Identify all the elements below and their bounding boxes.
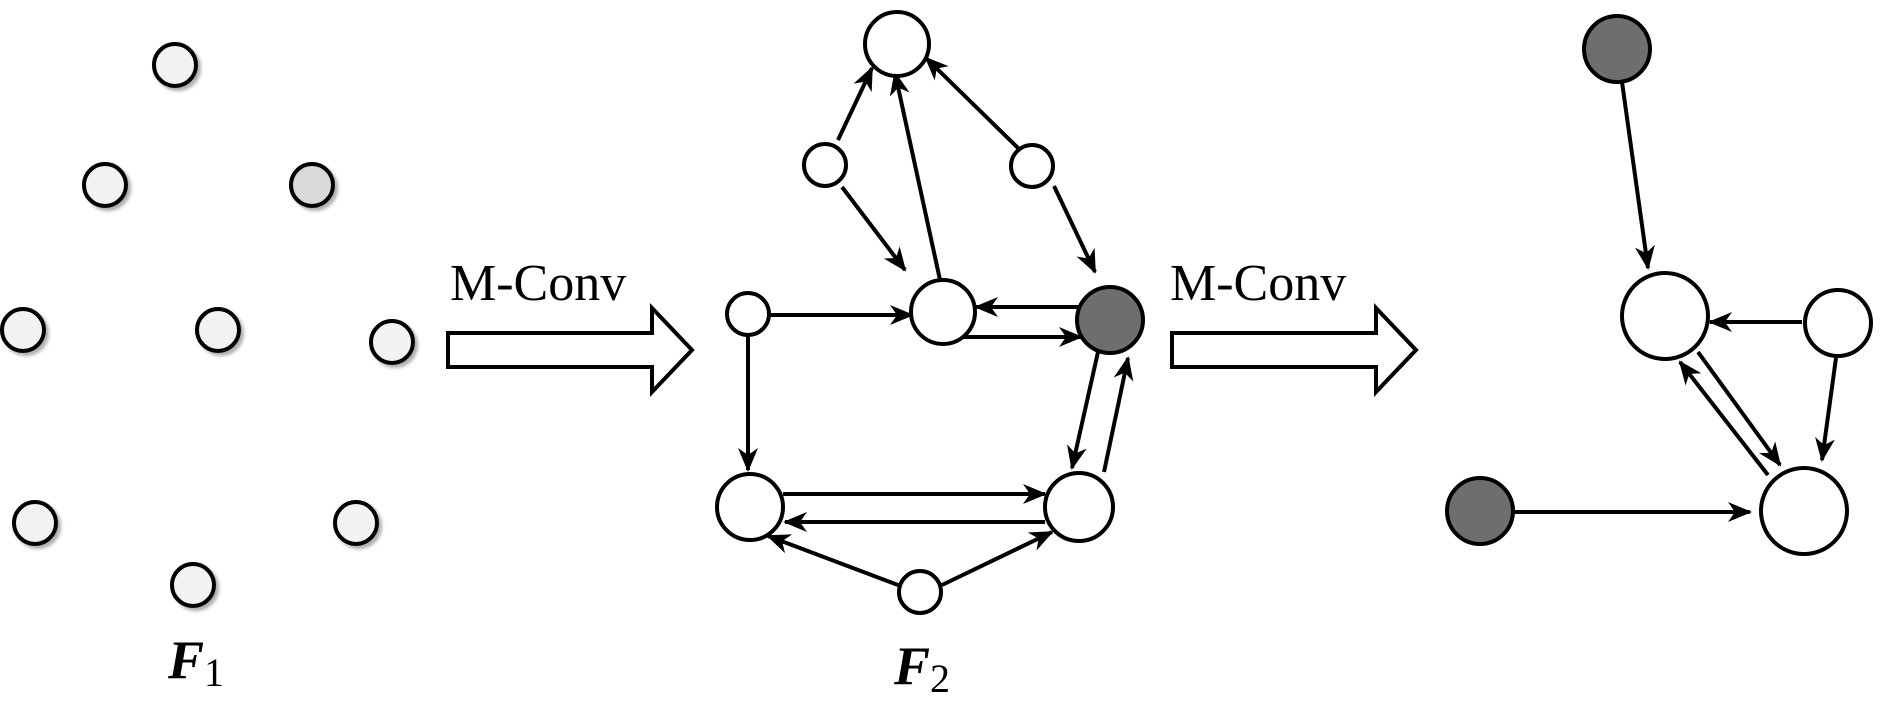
f2-node [863,10,931,78]
op1-label: M-Conv [450,255,626,312]
panel-f2-edges [738,56,1134,587]
op2-label: M-Conv [1170,255,1346,312]
f1-node [170,562,216,608]
f3-node [1759,466,1849,556]
f2-node [1043,471,1115,543]
f2-edge [889,71,942,281]
f2-node-highlighted [1075,285,1145,355]
f3-edge [1620,81,1655,270]
op1-block-arrow [446,303,695,397]
f1-node [82,162,128,208]
f1-node [0,307,46,353]
panel-f3-edges [1512,81,1838,522]
f1-node [152,42,198,88]
panel-f1 [0,42,415,608]
f3-edge [1815,357,1838,462]
f2-edge [941,530,1054,587]
f3-edge [1696,350,1782,467]
f3-node [1803,288,1873,358]
f1-node [289,162,335,208]
f2-edge [766,534,899,587]
op2-block-arrow [1170,303,1419,397]
f3-node-highlighted [1445,476,1515,546]
f2-node [909,278,977,346]
f2-edge [1067,351,1100,470]
f1-label: F1 [167,630,224,695]
f2-label: F2 [893,636,950,701]
f2-edge [1052,185,1097,274]
f2-node [725,291,771,337]
f3-edge [1678,360,1770,477]
f1-node [12,500,58,546]
f1-node [195,307,241,353]
f2-node [715,472,785,542]
f2-edge [1102,356,1134,473]
f1-node [333,500,379,546]
f3-node-highlighted [1582,14,1652,84]
f3-node [1620,271,1710,361]
f2-node [802,142,848,188]
f2-node [897,569,943,615]
f2-edge [840,185,907,272]
panel-f3-nodes [1445,14,1873,556]
panel-f2-nodes [715,10,1145,615]
f2-edge [924,56,1020,150]
f1-node [369,319,415,365]
f2-edge [836,66,874,141]
f2-node [1009,143,1055,189]
